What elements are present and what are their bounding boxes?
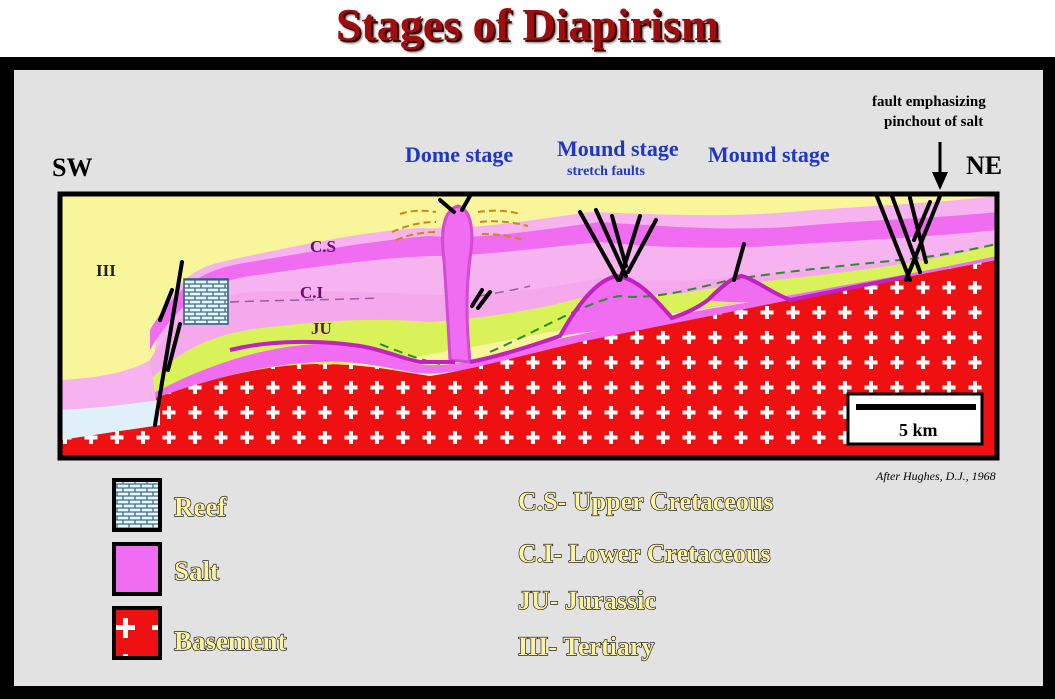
legend-basement-swatch xyxy=(112,606,162,660)
credit-text: After Hughes, D.J., 1968 xyxy=(875,469,996,483)
key-tertiary: III- Tertiary xyxy=(518,632,655,661)
scale-label: 5 km xyxy=(899,420,938,440)
label-mound-stage-2: Mound stage xyxy=(708,142,830,167)
salt-dome-diapir xyxy=(441,204,474,364)
label-sw: SW xyxy=(52,153,92,182)
fault-arrow-head xyxy=(932,172,948,190)
section-outline xyxy=(57,191,1000,461)
fault-note-line2: pinchout of salt xyxy=(884,114,983,130)
legend-reef-label: Reef xyxy=(174,492,227,522)
cs-band xyxy=(150,212,997,350)
label-stretch-faults: stretch faults xyxy=(567,164,645,179)
legend-salt-swatch xyxy=(112,542,162,596)
salt-top-outline xyxy=(229,273,911,364)
legend-basement-label: Basement xyxy=(174,626,286,656)
dashed-horizon-green xyxy=(379,243,997,365)
unit-label-tertiary: III xyxy=(96,261,116,280)
label-dome-stage: Dome stage xyxy=(405,142,513,167)
scale-box xyxy=(846,392,984,446)
unit-label-cs: C.S xyxy=(310,237,336,256)
basement xyxy=(60,260,997,458)
label-mound-stage-1: Mound stage xyxy=(557,136,679,161)
page-title: Stages of Diapirism xyxy=(335,0,720,50)
legend-reef-swatch xyxy=(112,478,162,532)
shelf-slope-blue xyxy=(60,400,160,440)
reef-body xyxy=(183,278,229,325)
key-lower-cretaceous: C.I- Lower Cretaceous xyxy=(518,539,770,568)
faults xyxy=(153,192,942,427)
key-upper-cretaceous: C.S- Upper Cretaceous xyxy=(518,487,773,516)
scale-bar xyxy=(856,404,976,410)
legend-salt-label: Salt xyxy=(174,556,219,586)
dashed-horizon-pink xyxy=(229,285,531,303)
fault-note-line1: fault emphasizing xyxy=(872,94,986,110)
dome-deformation-marks xyxy=(391,209,529,241)
label-ne: NE xyxy=(966,151,1002,180)
key-jurassic: JU- Jurassic xyxy=(518,586,656,615)
unit-label-ci: C.I xyxy=(300,283,324,302)
unit-label-ju: JU xyxy=(311,319,332,338)
